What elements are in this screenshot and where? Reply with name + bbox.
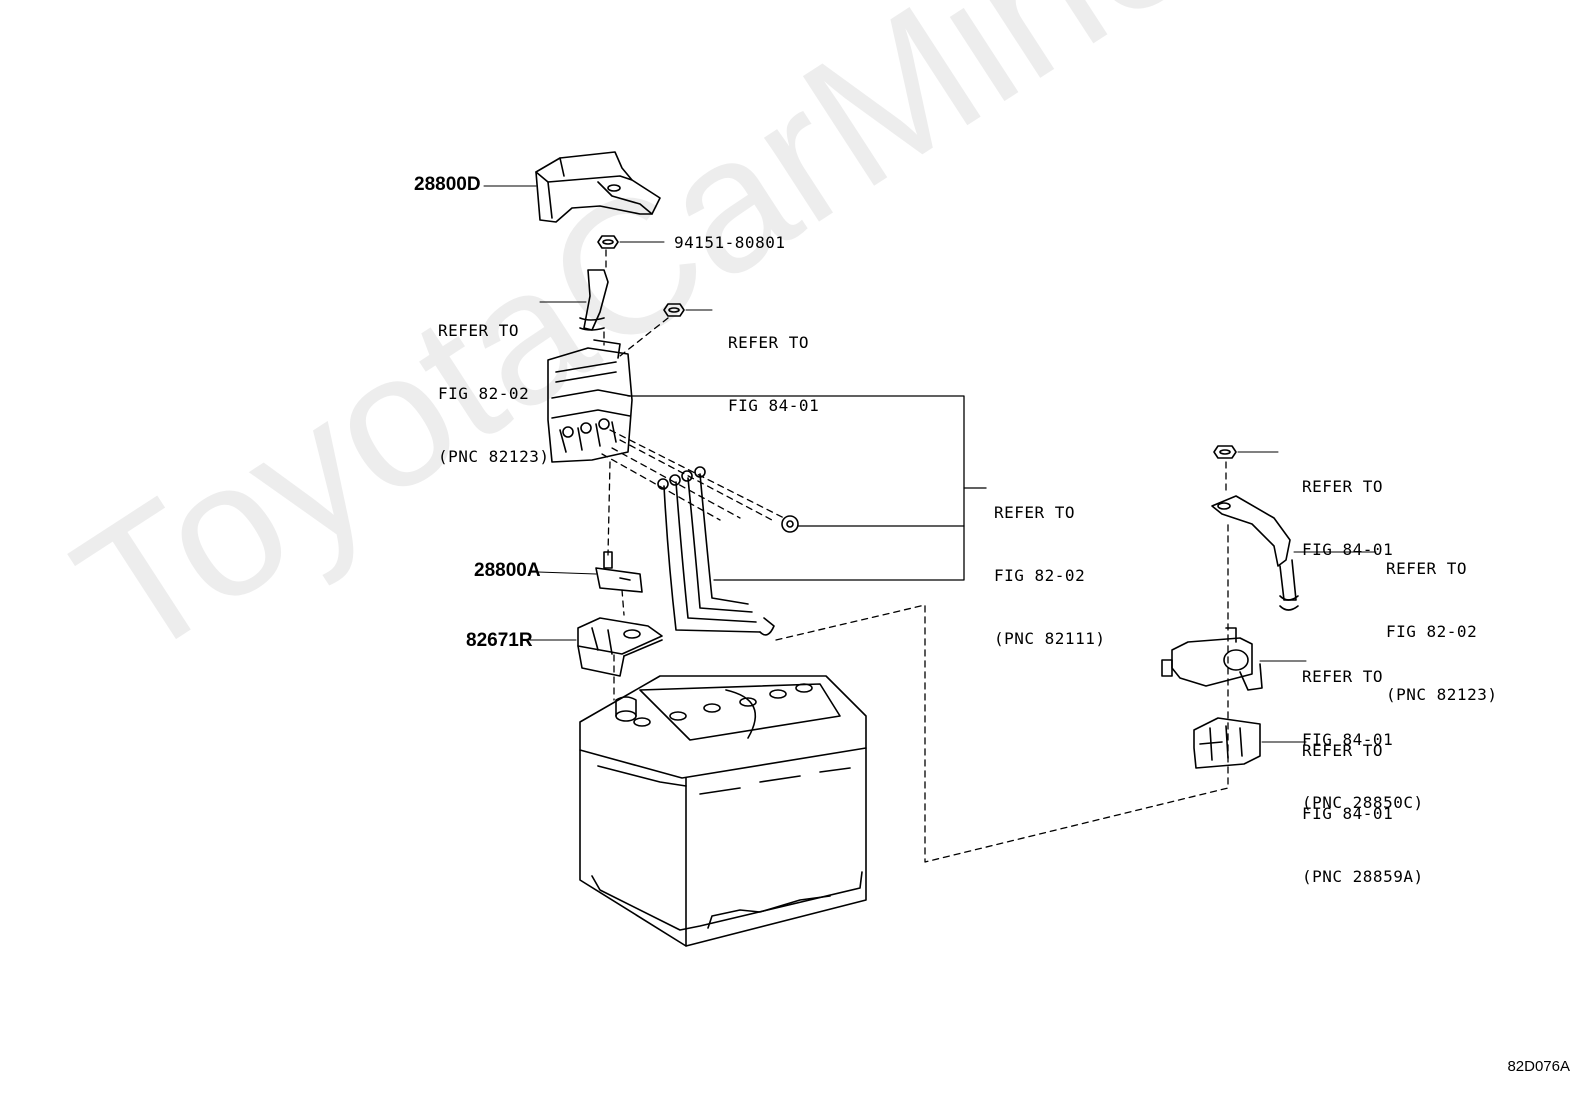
refer-84-01-pnc-28859a[interactable]: REFER TO FIG 84-01 (PNC 28859A) (1302, 698, 1424, 929)
part-number-82671r[interactable]: 82671R (466, 630, 533, 651)
refer-line-1: REFER TO (728, 333, 810, 352)
nut-94151-80801 (597, 235, 619, 249)
refer-82-02-pnc-82111[interactable]: REFER TO FIG 82-02 (PNC 82111) (994, 460, 1105, 691)
refer-line-2: FIG 82-02 (438, 384, 530, 403)
refer-84-01-right[interactable]: REFER TO FIG 84-01 (1302, 434, 1393, 602)
fusible-link-block (547, 339, 633, 463)
refer-line-3: (PNC 82123) (1386, 685, 1498, 704)
refer-82-02-pnc-82123-right[interactable]: REFER TO FIG 82-02 (PNC 82123) (1386, 516, 1497, 747)
nut-refer-84-01-upper (663, 303, 685, 317)
refer-line-1: REFER TO (1386, 559, 1468, 578)
refer-line-1: REFER TO (1302, 477, 1384, 496)
refer-line-2: FIG 82-02 (1386, 622, 1478, 641)
nut-center (781, 515, 799, 533)
battery (579, 675, 867, 947)
refer-84-01-upper[interactable]: REFER TO FIG 84-01 (728, 290, 819, 458)
part-number-28800d[interactable]: 28800D (414, 174, 481, 195)
refer-line-2: FIG 84-01 (1302, 804, 1394, 823)
refer-line-3: (PNC 28859A) (1302, 867, 1424, 886)
terminal-cover-28800d (535, 151, 661, 223)
refer-line-2: FIG 84-01 (1302, 540, 1394, 559)
clamp-28800a (595, 551, 643, 593)
cable-terminal-left (579, 269, 609, 331)
nut-refer-84-01-right (1213, 445, 1237, 459)
refer-line-2: FIG 82-02 (994, 566, 1086, 585)
refer-line-2: FIG 84-01 (728, 396, 820, 415)
refer-82-02-pnc-82123-left[interactable]: REFER TO FIG 82-02 (PNC 82123) (438, 278, 549, 509)
refer-line-1: REFER TO (994, 503, 1076, 522)
refer-line-2: FIG 84-01 (1302, 730, 1394, 749)
refer-line-1: REFER TO (1302, 667, 1384, 686)
cable-terminal-right (1211, 495, 1299, 611)
current-sensor (1161, 627, 1263, 691)
part-number-28800a[interactable]: 28800A (474, 560, 541, 581)
refer-line-3: (PNC 28850C) (1302, 793, 1424, 812)
sensor-bracket (1193, 717, 1261, 769)
assembly-guide-lines (601, 249, 1229, 863)
part-number-94151-80801[interactable]: 94151-80801 (674, 233, 786, 252)
terminal-82671r (577, 617, 663, 677)
refer-84-01-pnc-28850c[interactable]: REFER TO FIG 84-01 (PNC 28850C) (1302, 624, 1424, 855)
refer-line-1: REFER TO (438, 321, 520, 340)
refer-line-3: (PNC 82111) (994, 629, 1106, 648)
refer-line-1: REFER TO (1302, 741, 1384, 760)
figure-code: 82D076A (1507, 1058, 1570, 1075)
battery-cables (657, 466, 775, 636)
refer-line-3: (PNC 82123) (438, 447, 550, 466)
